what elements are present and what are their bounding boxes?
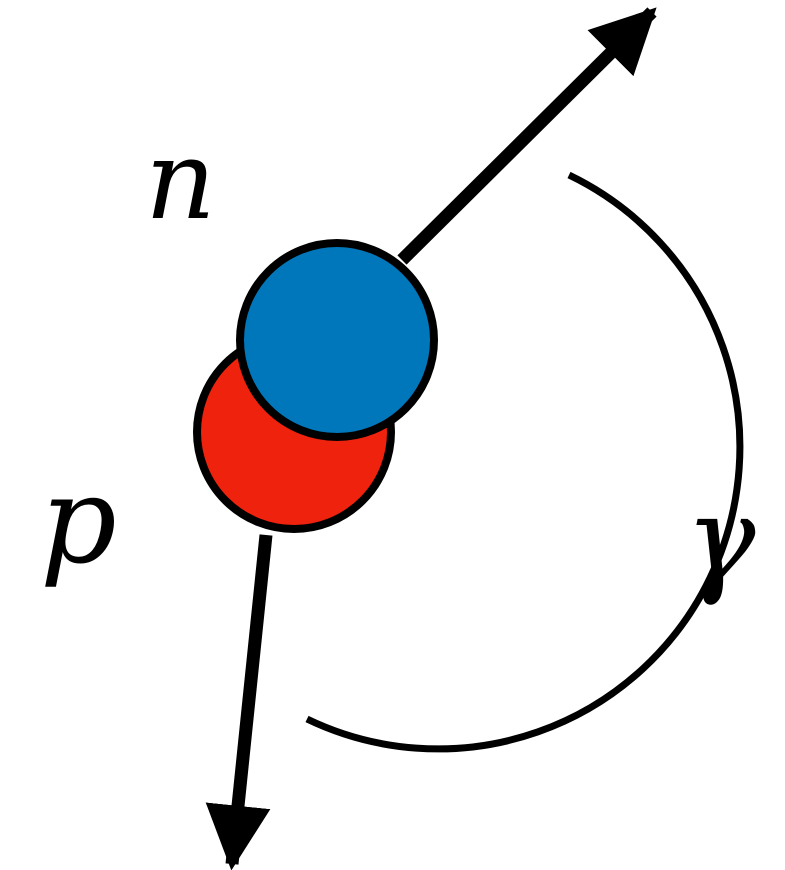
proton-momentum-arrow (205, 534, 273, 870)
gamma-label: γ (685, 470, 756, 608)
neutron-momentum-arrow (397, 7, 657, 265)
gamma-angle-arc (305, 171, 744, 753)
neutron-circle (236, 239, 438, 441)
neutron-label: n (145, 116, 216, 244)
proton-label: p (40, 452, 117, 591)
